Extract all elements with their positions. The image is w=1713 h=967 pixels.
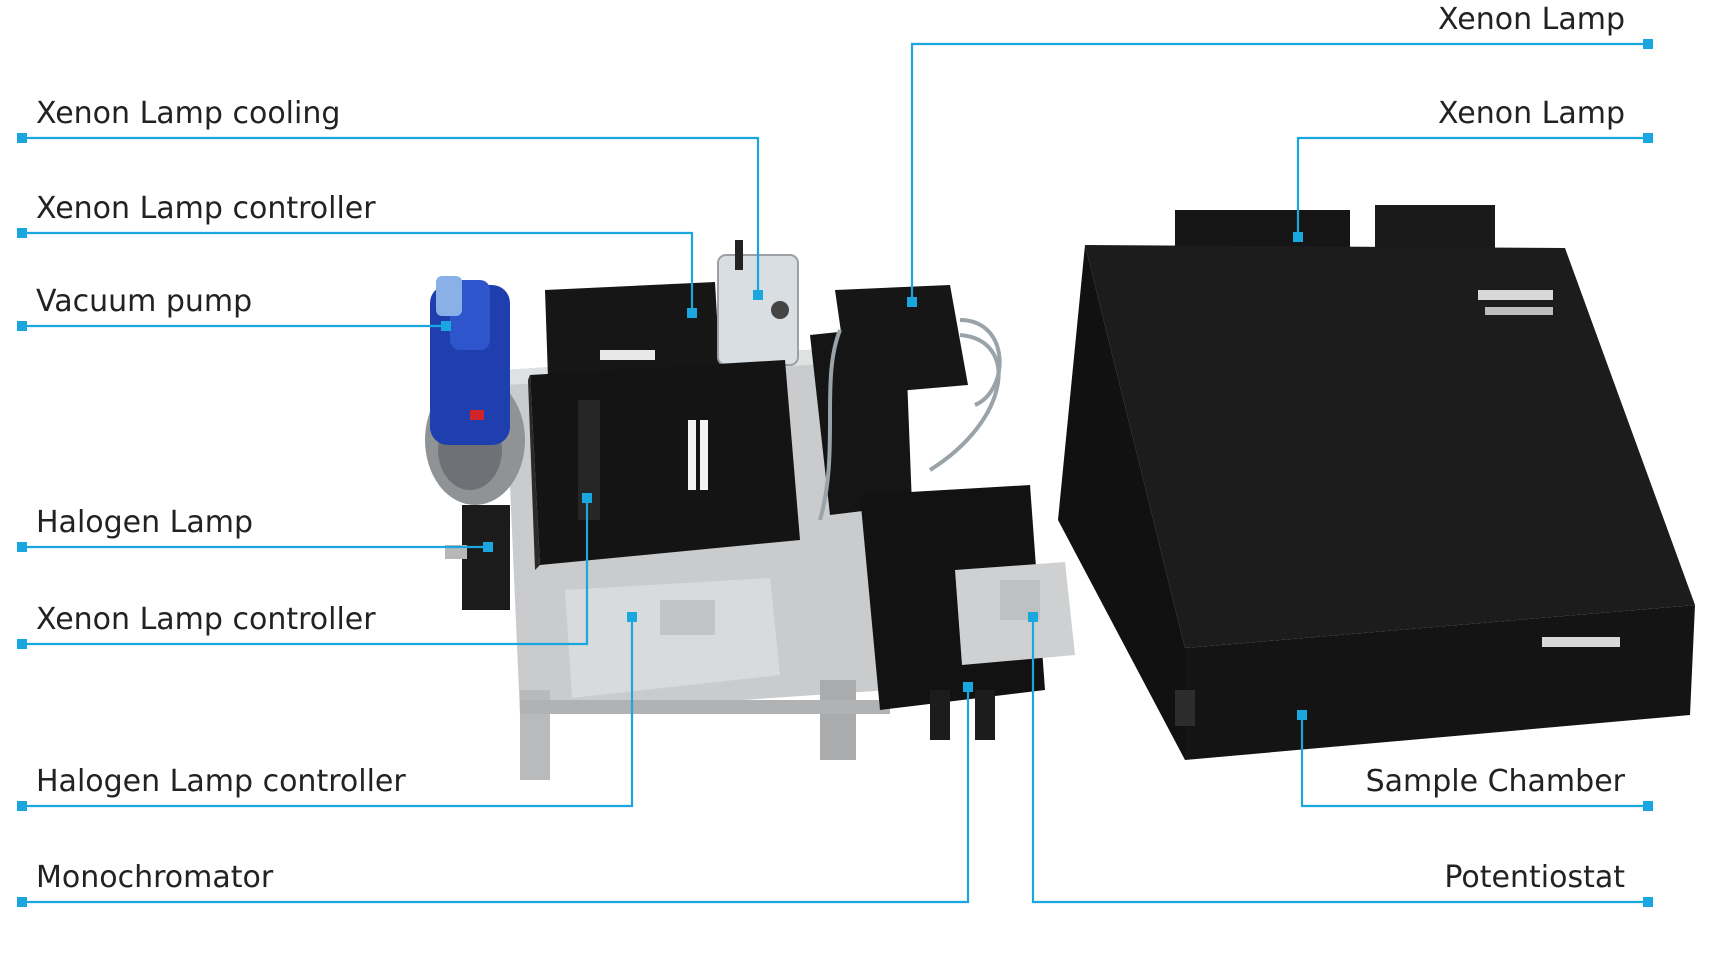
callout-vacuum-pump bbox=[17, 321, 451, 331]
label-monochromator: Monochromator bbox=[36, 860, 274, 895]
callout-xenon-lamp-cooling bbox=[17, 133, 763, 300]
halogen-lamp bbox=[445, 505, 510, 610]
label-potentiostat: Potentiostat bbox=[1444, 860, 1625, 895]
tubing bbox=[818, 318, 1002, 521]
xenon-lamp-housing bbox=[810, 285, 968, 515]
label-xenon-lamp: Xenon Lamp bbox=[1438, 96, 1625, 131]
callout-xenon-lamp bbox=[1293, 133, 1653, 242]
callout-xenon-lamp-top bbox=[907, 39, 1653, 307]
callout-monochromator bbox=[17, 682, 973, 907]
callout-halogen-lamp-controller bbox=[17, 612, 637, 811]
label-xenon-lamp-controller-upper: Xenon Lamp controller bbox=[36, 191, 376, 226]
label-xenon-lamp-top: Xenon Lamp bbox=[1438, 2, 1625, 37]
label-sample-chamber: Sample Chamber bbox=[1365, 764, 1625, 799]
label-halogen-lamp: Halogen Lamp bbox=[36, 505, 254, 540]
label-xenon-lamp-controller-lower: Xenon Lamp controller bbox=[36, 602, 376, 637]
callout-xenon-lamp-controller-lower bbox=[17, 493, 592, 649]
callout-xenon-lamp-controller-upper bbox=[17, 228, 697, 318]
controller-box-front bbox=[528, 360, 800, 570]
potentiostat-unit bbox=[955, 562, 1075, 665]
sample-chamber-unit bbox=[1058, 205, 1695, 760]
vacuum-pump bbox=[425, 276, 525, 505]
xenon-lamp-cooling-unit bbox=[717, 240, 799, 366]
callout-halogen-lamp bbox=[17, 542, 493, 552]
label-vacuum-pump: Vacuum pump bbox=[36, 284, 253, 319]
label-xenon-lamp-cooling: Xenon Lamp cooling bbox=[36, 96, 341, 131]
callout-potentiostat bbox=[1028, 612, 1653, 907]
halogen-lamp-controller-unit bbox=[565, 578, 780, 698]
xenon-lamp-controller-unit bbox=[545, 282, 720, 378]
label-halogen-lamp-controller: Halogen Lamp controller bbox=[36, 764, 406, 799]
callout-sample-chamber bbox=[1297, 710, 1653, 811]
